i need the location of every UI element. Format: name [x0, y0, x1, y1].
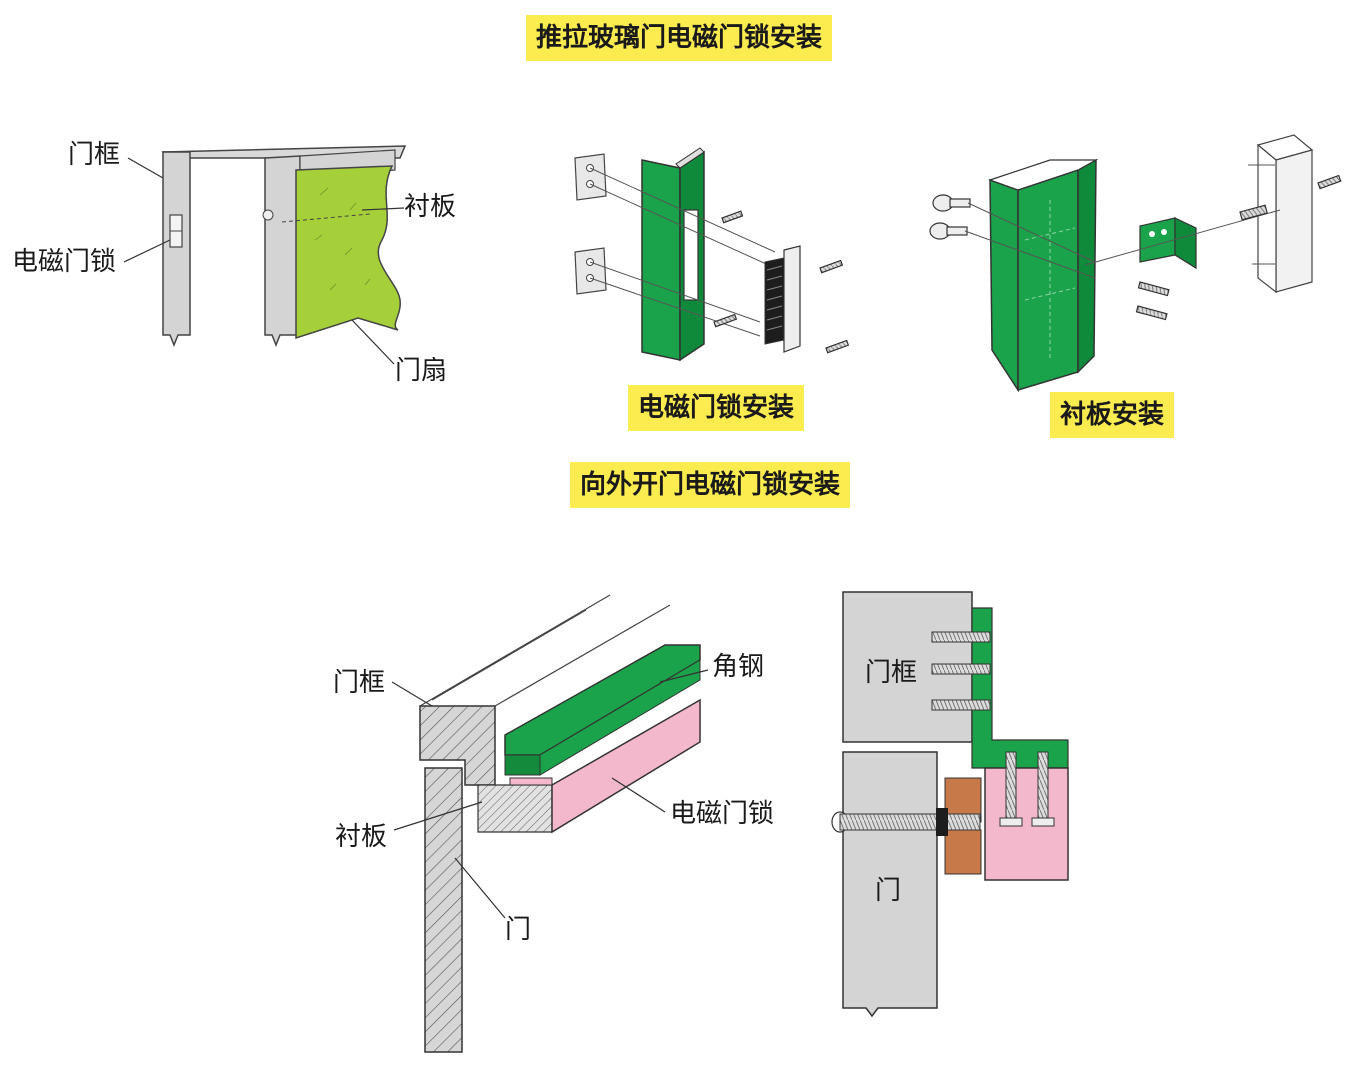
section-2-title: 向外开门电磁门锁安装 — [570, 462, 851, 508]
label-lock: 电磁门锁 — [12, 247, 117, 277]
lock-install-caption: 电磁门锁安装 — [628, 385, 805, 431]
lock-installation-illustration — [574, 147, 850, 362]
section-detail-illustration — [831, 591, 1069, 1018]
plate-installation-illustration — [929, 134, 1342, 393]
main-title: 推拉玻璃门电磁门锁安装 — [526, 15, 833, 61]
plate-section — [477, 784, 553, 833]
door-leaf-frame — [264, 155, 301, 348]
label-plate: 衬板 — [404, 192, 457, 222]
label-leaf: 门扇 — [395, 356, 448, 386]
label-outward-door: 门 — [505, 915, 532, 945]
sliding-door-illustration — [123, 145, 407, 365]
door-section — [424, 767, 463, 1053]
green-mount-bracket — [641, 159, 681, 361]
pink-lock-section — [984, 767, 1069, 881]
label-outward-lock: 电磁门锁 — [670, 799, 775, 829]
label-angle-steel: 角钢 — [712, 652, 765, 682]
frame-section — [419, 705, 496, 786]
label-section-frame: 门框 — [865, 658, 918, 688]
magnetic-lock-body — [764, 257, 785, 345]
green-angle-plate — [1139, 217, 1176, 263]
label-outward-frame: 门框 — [333, 668, 386, 698]
door-frame-post — [162, 151, 191, 348]
pink-lock-body — [551, 698, 701, 834]
green-u-channel — [989, 178, 1019, 393]
label-section-door: 门 — [875, 876, 902, 906]
outward-door-illustration — [391, 594, 709, 1053]
plate-install-caption: 衬板安装 — [1050, 392, 1175, 438]
label-frame: 门框 — [68, 140, 121, 170]
label-outward-plate: 衬板 — [335, 822, 388, 852]
